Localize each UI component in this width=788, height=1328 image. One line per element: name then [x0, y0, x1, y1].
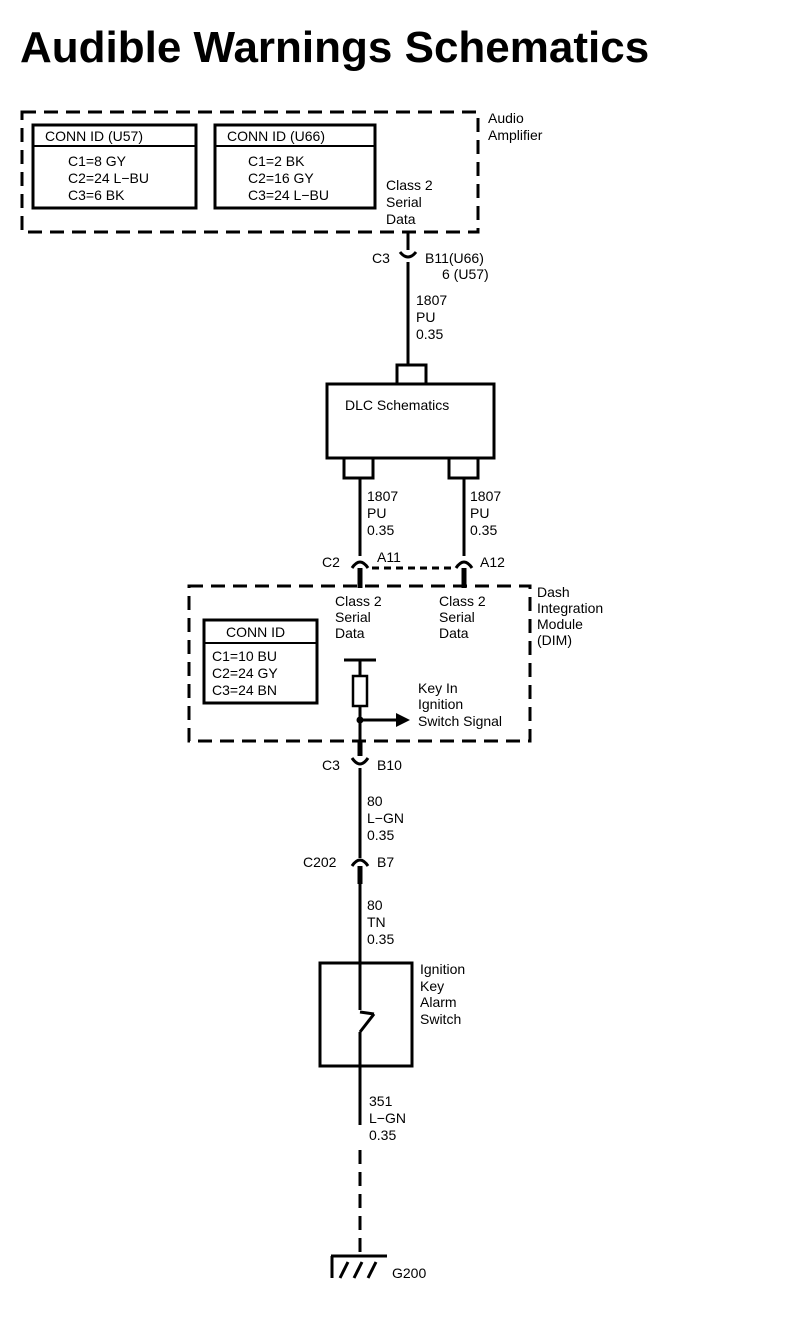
dim-signal-right-1: Class 2: [439, 593, 486, 609]
dim-c2-connector-id: C2: [322, 554, 340, 570]
c202-connector-symbol: [350, 858, 370, 867]
c2-a12-connector-symbol: [454, 560, 474, 569]
wire-351-circuit: 351: [369, 1093, 393, 1109]
amp-connector-pin-1: B11(U66): [425, 250, 484, 266]
dim-label-1: Dash: [537, 584, 570, 600]
conn-id-u66-row-2: C2=16 GY: [248, 170, 314, 186]
amp-connector-pin-2: 6 (U57): [442, 266, 489, 282]
c202-pin-b7: B7: [377, 854, 394, 870]
wire-80-lgn-gauge: 0.35: [367, 827, 394, 843]
amp-signal-line-2: Serial: [386, 194, 422, 210]
dim-c3-connector-id: C3: [322, 757, 340, 773]
amp-connector-id: C3: [372, 250, 390, 266]
dim-signal-left-1: Class 2: [335, 593, 382, 609]
dim-pin-a11: A11: [377, 549, 401, 565]
amp-signal-line-1: Class 2: [386, 177, 433, 193]
dim-conn-id-row-3: C3=24 BN: [212, 682, 277, 698]
wire-dlc-left-color: PU: [367, 505, 386, 521]
dlc-label: DLC Schematics: [345, 397, 449, 413]
wire-80-lgn-circuit: 80: [367, 793, 383, 809]
dim-pin-b10: B10: [377, 757, 402, 773]
wire-80-tn-circuit: 80: [367, 897, 383, 913]
dim-signal-arrow-head: [396, 713, 410, 727]
wire-351-color: L−GN: [369, 1110, 406, 1126]
conn-id-u66-header: CONN ID (U66): [227, 128, 325, 144]
conn-id-u66-table: CONN ID (U66) C1=2 BK C2=16 GY C3=24 L−B…: [213, 123, 377, 210]
conn-id-u57-row-3: C3=6 BK: [68, 187, 125, 203]
dim-label-3: Module: [537, 616, 583, 632]
dim-signal-left-3: Data: [335, 625, 365, 641]
wire-dlc-left-gauge: 0.35: [367, 522, 394, 538]
switch-label-1: Ignition: [420, 961, 465, 977]
dim-conn-id-row-1: C1=10 BU: [212, 648, 277, 664]
conn-id-u57-header: CONN ID (U57): [45, 128, 143, 144]
amp-connector-symbol: [398, 251, 418, 259]
dlc-box: [325, 382, 496, 460]
dlc-right-terminal: [447, 456, 480, 480]
switch-label-2: Key: [420, 978, 444, 994]
conn-id-u66-row-1: C1=2 BK: [248, 153, 305, 169]
dim-conn-id-table: CONN ID C1=10 BU C2=24 GY C3=24 BN: [202, 618, 319, 705]
page-title: Audible Warnings Schematics: [20, 23, 649, 72]
wire-80-lgn-color: L−GN: [367, 810, 404, 826]
dlc-left-terminal: [342, 456, 375, 480]
c3-b10-connector-symbol: [350, 757, 370, 766]
switch-contact-top: [359, 1010, 375, 1016]
dim-pullup-resistor: [351, 674, 369, 708]
wire-80-tn-color: TN: [367, 914, 386, 930]
conn-id-u66-row-3: C3=24 L−BU: [248, 187, 329, 203]
c2-a11-connector-symbol: [350, 560, 370, 569]
audio-amplifier-label-2: Amplifier: [488, 127, 543, 143]
dim-label-2: Integration: [537, 600, 603, 616]
dim-conn-id-row-2: C2=24 GY: [212, 665, 278, 681]
dim-pin-a12: A12: [480, 554, 505, 570]
key-signal-line-2: Ignition: [418, 696, 463, 712]
audio-amplifier-label-1: Audio: [488, 110, 524, 126]
switch-blade: [358, 1013, 376, 1033]
ignition-switch-box: [318, 961, 414, 1068]
dim-signal-right-2: Serial: [439, 609, 475, 625]
switch-label-3: Alarm: [420, 994, 457, 1010]
conn-id-u57-row-2: C2=24 L−BU: [68, 170, 149, 186]
audio-amplifier-outline: [20, 110, 480, 234]
c202-connector-id: C202: [303, 854, 337, 870]
switch-label-4: Switch: [420, 1011, 461, 1027]
amp-signal-line-3: Data: [386, 211, 416, 227]
wire-dlc-right-gauge: 0.35: [470, 522, 497, 538]
wire-dlc-right-circuit: 1807: [470, 488, 501, 504]
wire-amp-dlc-color: PU: [416, 309, 435, 325]
wire-80-tn-gauge: 0.35: [367, 931, 394, 947]
wire-351-gauge: 0.35: [369, 1127, 396, 1143]
wire-amp-dlc-gauge: 0.35: [416, 326, 443, 342]
wire-dlc-left-circuit: 1807: [367, 488, 398, 504]
ground-icon: [330, 1254, 387, 1279]
key-signal-line-1: Key In: [418, 680, 458, 696]
dim-signal-left-2: Serial: [335, 609, 371, 625]
conn-id-u57-row-1: C1=8 GY: [68, 153, 127, 169]
dim-signal-right-3: Data: [439, 625, 469, 641]
conn-id-u57-table: CONN ID (U57) C1=8 GY C2=24 L−BU C3=6 BK: [31, 123, 198, 210]
dim-label-4: (DIM): [537, 632, 572, 648]
wire-dlc-right-color: PU: [470, 505, 489, 521]
wire-amp-dlc-circuit: 1807: [416, 292, 447, 308]
key-signal-line-3: Switch Signal: [418, 713, 502, 729]
ground-label: G200: [392, 1265, 426, 1281]
dlc-top-terminal: [395, 363, 428, 384]
dim-conn-id-header: CONN ID: [226, 624, 285, 640]
